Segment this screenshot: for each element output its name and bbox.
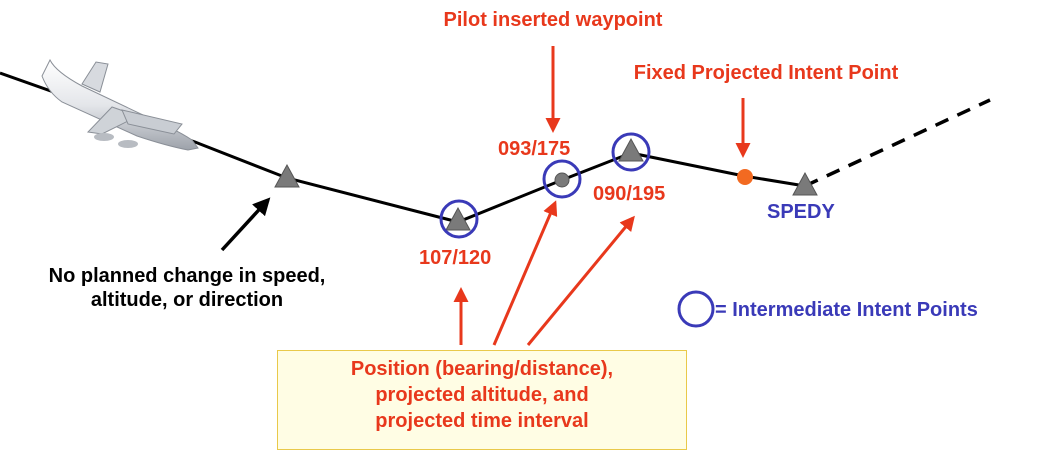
orange-dot-icon xyxy=(737,169,753,185)
label-090-195: 090/195 xyxy=(593,183,665,205)
intent-ring-090-195 xyxy=(611,132,651,172)
label-pilot-inserted-waypoint: Pilot inserted waypoint xyxy=(444,9,663,31)
triangle-waypoint-icon xyxy=(445,206,471,231)
label-no-planned-change-2: altitude, or direction xyxy=(91,289,283,311)
airplane-icon xyxy=(41,58,199,151)
arrow-no-planned-change xyxy=(220,197,271,252)
label-093-175: 093/175 xyxy=(498,138,570,160)
callout-line-3: projected time interval xyxy=(375,410,589,432)
intent-ring-107-120 xyxy=(439,199,479,239)
flight-path xyxy=(0,71,806,224)
callout-line-2: projected altitude, and xyxy=(375,384,589,406)
callout-text: Position (bearing/distance), projected a… xyxy=(277,356,687,434)
label-spedy: SPEDY xyxy=(767,201,835,223)
triangle-waypoint-icon xyxy=(618,137,644,162)
label-no-planned-change-1: No planned change in speed, xyxy=(49,265,326,287)
arrow-callout-090 xyxy=(526,215,635,346)
label-fixed-projected-intent-point: Fixed Projected Intent Point xyxy=(634,62,899,84)
circle-waypoint-icon xyxy=(554,172,570,188)
label-legend-intermediate: = Intermediate Intent Points xyxy=(715,299,978,321)
triangle-waypoint-icon xyxy=(792,171,818,196)
label-107-120: 107/120 xyxy=(419,247,491,269)
arrow-callout-093 xyxy=(492,200,558,346)
projected-path-dashed xyxy=(804,98,991,188)
legend-ring-icon xyxy=(677,290,715,328)
callout-line-1: Position (bearing/distance), xyxy=(350,358,614,380)
intent-ring-093-175 xyxy=(542,159,582,199)
triangle-waypoint-icon xyxy=(274,163,300,188)
